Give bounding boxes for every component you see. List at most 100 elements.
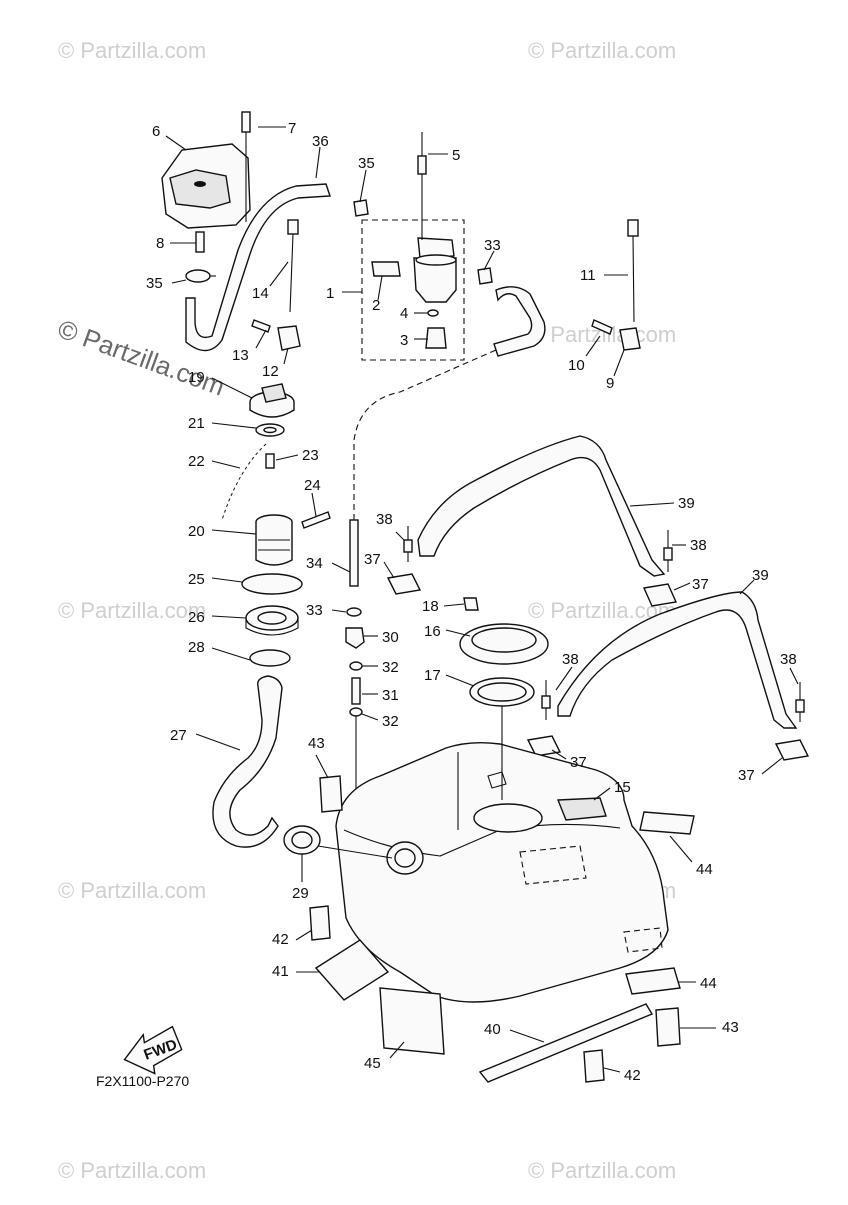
part-19-cap (249, 383, 295, 418)
callout-18: 18 (422, 598, 439, 615)
part-31-tube (351, 677, 361, 705)
watermark-text: © Partzilla.com (58, 598, 206, 623)
callout-42: 42 (624, 1067, 641, 1084)
callout-40: 40 (484, 1021, 501, 1038)
leader-lines (165, 126, 799, 1073)
part-9-clamp (619, 327, 641, 351)
part-7-bolt (241, 111, 251, 222)
callout-30: 30 (382, 629, 399, 646)
callout-12: 12 (262, 363, 279, 380)
part-34-tube (349, 349, 497, 587)
callout-labels: 1 2 3 4 5 6 7 8 9 10 11 12 13 14 15 16 1… (146, 120, 797, 1084)
part-38-bolt (403, 526, 413, 562)
part-45-pad (379, 987, 445, 1055)
callout-16: 16 (424, 623, 441, 640)
watermark-text: © Partzilla.com (528, 1158, 676, 1183)
part-38-bolt (795, 682, 805, 722)
callout-22: 22 (188, 453, 205, 470)
callout-32: 32 (382, 713, 399, 730)
callout-43: 43 (308, 735, 325, 752)
callout-42: 42 (272, 931, 289, 948)
callout-37: 37 (692, 576, 709, 593)
callout-19: 19 (188, 369, 205, 386)
part-24-bolt (301, 511, 331, 529)
callout-44: 44 (700, 975, 717, 992)
part-41-pad (314, 939, 390, 1001)
callout-1: 1 (326, 285, 334, 302)
part-42-pad (583, 1049, 605, 1083)
watermark-feature-text: © Partzilla.com (54, 313, 229, 401)
watermark-text: © Partzilla.com (58, 878, 206, 903)
callout-23: 23 (302, 447, 319, 464)
callout-32: 32 (382, 659, 399, 676)
callout-33: 33 (484, 237, 501, 254)
part-39-band (557, 591, 798, 729)
part-20-neck (255, 514, 293, 566)
part-38-bolt (541, 680, 551, 720)
callout-11: 11 (580, 267, 596, 284)
callout-38: 38 (376, 511, 393, 528)
fwd-arrow-icon: FWD (123, 1025, 183, 1075)
callout-37: 37 (570, 754, 587, 771)
callout-14: 14 (252, 285, 269, 302)
part-39-band (417, 435, 666, 577)
part-12-clamp (277, 325, 301, 351)
part-13-bolt (251, 319, 271, 333)
callout-35: 35 (146, 275, 163, 292)
part-6-box (161, 143, 251, 229)
part-27-hose (212, 675, 283, 848)
part-28-clamp (249, 649, 291, 667)
watermark-text: © Partzilla.com (58, 38, 206, 63)
part-37-bracket (642, 583, 678, 607)
callout-43: 43 (722, 1019, 739, 1036)
part-42-pad (309, 905, 331, 941)
part-21-washer (255, 423, 285, 437)
part-14-strap (287, 219, 299, 313)
callout-38: 38 (780, 651, 797, 668)
callout-39: 39 (752, 567, 769, 584)
callout-10: 10 (568, 357, 585, 374)
part-11-strap (627, 219, 639, 323)
callout-21: 21 (188, 415, 205, 432)
part-17-gasket (469, 677, 535, 707)
callout-36: 36 (312, 133, 329, 150)
part-43-pad (319, 775, 343, 813)
callout-28: 28 (188, 639, 205, 656)
hose-segment (493, 286, 546, 357)
callout-41: 41 (272, 963, 289, 980)
part-25-gasket (241, 573, 303, 595)
part-10-bolt (591, 319, 613, 335)
callout-24: 24 (304, 477, 321, 494)
part-22-chain (221, 443, 267, 521)
part-5-bolt (417, 132, 427, 240)
callout-7: 7 (288, 120, 296, 137)
part-35-clip (185, 269, 216, 283)
callout-20: 20 (188, 523, 205, 540)
part-29-clamp (283, 825, 321, 855)
callout-25: 25 (188, 571, 205, 588)
part-23-screw (265, 453, 275, 469)
callout-29: 29 (292, 885, 309, 902)
callout-3: 3 (400, 332, 408, 349)
watermark-text: © Partzilla.com (528, 38, 676, 63)
part-38-bolt (663, 530, 673, 572)
part-36-hose (185, 183, 331, 352)
callout-34: 34 (306, 555, 323, 572)
callout-37: 37 (738, 767, 755, 784)
part-35-clip (353, 199, 369, 217)
callout-45: 45 (364, 1055, 381, 1072)
callout-27: 27 (170, 727, 187, 744)
part-26-nut (245, 605, 299, 636)
part-16-plate (459, 623, 549, 665)
callout-6: 6 (152, 123, 160, 140)
callout-39: 39 (678, 495, 695, 512)
callout-38: 38 (562, 651, 579, 668)
callout-17: 17 (424, 667, 441, 684)
callout-9: 9 (606, 375, 614, 392)
part-40-pad (478, 1003, 654, 1083)
watermark-text: © Partzilla.com (58, 1158, 206, 1183)
callout-5: 5 (452, 147, 460, 164)
callout-4: 4 (400, 305, 408, 322)
callout-15: 15 (614, 779, 631, 796)
